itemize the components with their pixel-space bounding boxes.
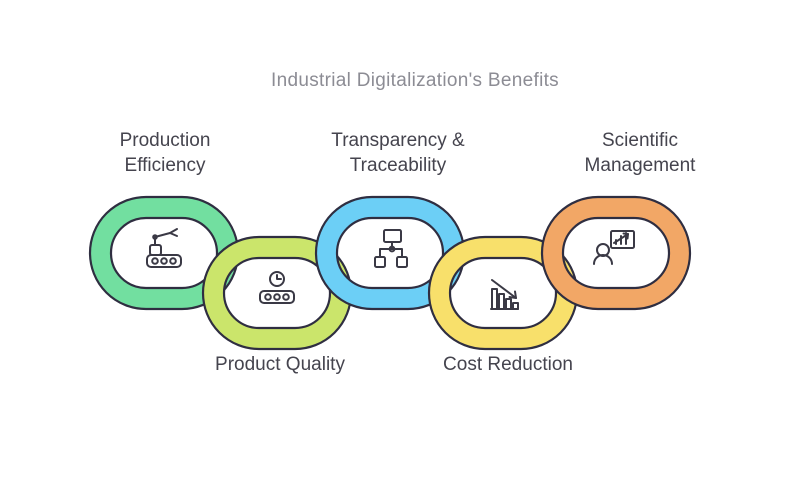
clock-conveyor-icon [259,271,295,304]
diagram-title: Industrial Digitalization's Benefits [271,70,559,91]
person-presentation-chart-icon [593,230,635,265]
label-product-quality: Product Quality [215,354,345,375]
flowchart-icon [374,229,408,268]
label-transparency-traceability: Transparency & Traceability [331,130,465,177]
label-cost-reduction: Cost Reduction [443,354,573,375]
label-scientific-management: Scientific Management [584,130,696,177]
chain-link-scientific-management [540,195,692,311]
label-production-efficiency: Production Efficiency [119,130,211,177]
chain-link-production-efficiency [88,195,240,311]
chain-link-transparency-traceability [314,195,466,311]
robot-arm-conveyor-icon [146,228,182,268]
declining-bar-chart-icon [490,279,519,310]
